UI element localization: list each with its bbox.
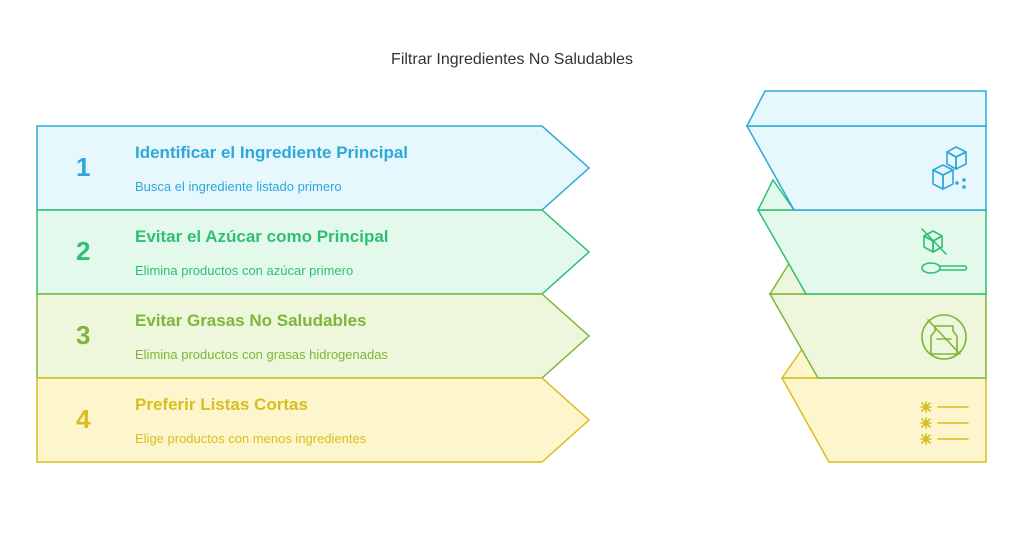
step-1: 1 Identificar el Ingrediente Principal B… [36,126,536,210]
step-title: Preferir Listas Cortas [135,395,308,414]
step-band-2 [36,209,591,295]
step-band-3 [36,293,591,379]
diagram-title: Filtrar Ingredientes No Saludables [391,51,633,68]
step-description: Elimina productos con grasas hidrogenada… [135,347,388,362]
step-4: 4 Preferir Listas Cortas Elige productos… [36,378,536,462]
step-3: 3 Evitar Grasas No Saludables Elimina pr… [36,294,536,378]
step-band-1 [36,125,591,211]
funnel-layer-1 [745,90,987,211]
step-number: 2 [76,236,91,266]
step-band-4 [36,377,591,463]
step-description: Elimina productos con azúcar primero [135,263,354,278]
step-2: 2 Evitar el Azúcar como Principal Elimin… [36,210,536,294]
step-number: 4 [76,404,91,434]
step-number: 3 [76,320,91,350]
step-number: 1 [76,152,91,182]
step-title: Evitar Grasas No Saludables [135,311,367,330]
step-description: Busca el ingrediente listado primero [135,179,342,194]
step-title: Evitar el Azúcar como Principal [135,227,389,246]
step-title: Identificar el Ingrediente Principal [135,143,409,162]
step-description: Elige productos con menos ingredientes [135,431,367,446]
no-sugar-spoon-icon [921,228,968,274]
no-fat-icon [921,314,967,360]
short-list-icon [920,401,969,445]
sugar-cubes-icon [932,146,967,190]
